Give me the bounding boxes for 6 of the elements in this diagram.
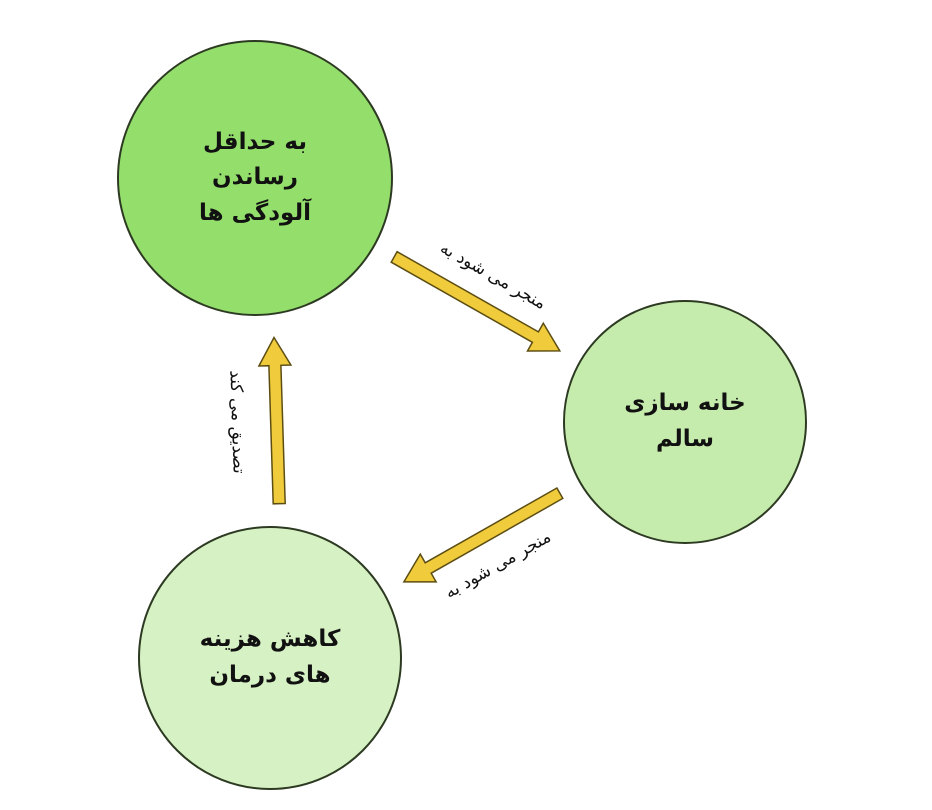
node-label: خانه سازی سالم xyxy=(623,389,747,454)
arrow xyxy=(258,336,292,505)
node-label: به حداقل رساندن آلودگی ها xyxy=(198,128,312,228)
arrow xyxy=(402,486,564,583)
node-label: کاهش هزینه های درمان xyxy=(198,625,342,690)
arrow xyxy=(390,250,562,352)
